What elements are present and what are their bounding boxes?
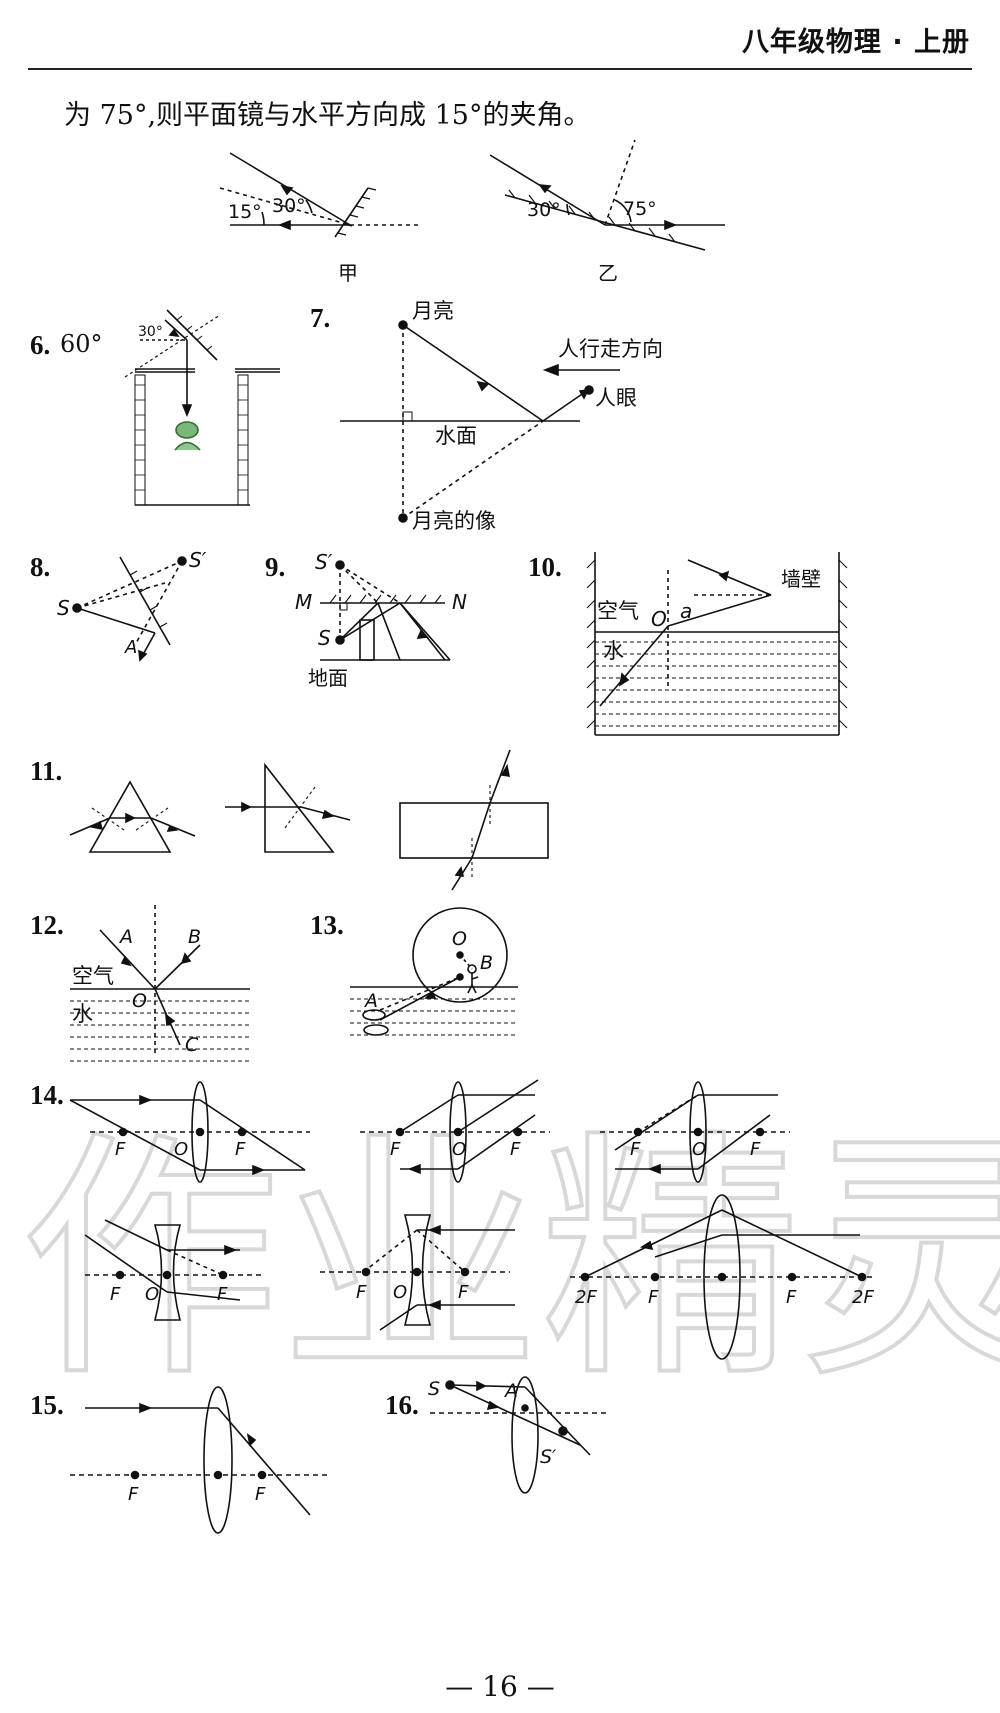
svg-text:空气: 空气 [597,599,639,623]
q11-number: 11. [30,756,63,786]
svg-text:O: O [452,1139,466,1160]
svg-text:F: F [217,1284,228,1305]
svg-text:A: A [363,990,378,1012]
q12-number: 12. [30,910,64,940]
q7-number: 7. [310,303,331,333]
figure-14-d: F O F [84,1219,265,1321]
svg-text:O: O [393,1282,407,1303]
svg-text:S: S [318,626,331,650]
svg-text:S′: S′ [540,1446,557,1468]
figure-6: 30° [124,309,280,506]
svg-text:F: F [255,1484,266,1505]
svg-text:S: S [428,1378,440,1400]
svg-text:30°: 30° [527,199,561,221]
figure-8: S S′ A [57,548,207,662]
svg-text:N: N [452,590,467,614]
svg-text:O: O [174,1139,188,1160]
figure-5-jia: 15° 30° 甲 [219,152,420,285]
figure-14-c: F O F [600,1081,790,1183]
svg-text:a: a [680,599,692,623]
figure-15: F F [70,1386,330,1534]
svg-text:F: F [110,1284,121,1305]
figure-12: A B 空气 O 水 C [70,905,250,1062]
figure-9: S′ M N S 地面 [295,550,467,690]
figure-14-e: F O F [320,1214,515,1331]
svg-text:F: F [510,1139,521,1160]
svg-text:F: F [750,1139,761,1160]
svg-text:F: F [786,1287,797,1308]
svg-text:F: F [128,1484,139,1505]
svg-text:S: S [57,596,70,620]
header-title: 八年级物理 · 上册 [741,27,970,58]
svg-text:B: B [480,952,493,974]
figure-13: O B A [350,907,518,1036]
svg-text:S′: S′ [189,548,207,572]
svg-text:15°: 15° [228,201,262,223]
svg-text:月亮: 月亮 [412,299,454,323]
q8-number: 8. [30,552,51,582]
figure-11 [69,749,549,891]
figure-16: S A S′ [428,1376,610,1494]
svg-text:甲: 甲 [338,261,358,285]
figure-10: 空气 水 O a 墙壁 [586,552,848,736]
svg-text:F: F [235,1139,246,1160]
svg-text:A: A [118,926,133,948]
svg-text:30°: 30° [272,195,306,217]
q10-number: 10. [528,552,562,582]
svg-text:作业精灵: 作业精灵 [20,1110,1000,1412]
q6-answer: 60° [60,330,103,358]
svg-text:水: 水 [72,1002,93,1026]
intro-text: 为 75°,则平面镜与水平方向成 15°的夹角。 [64,100,591,131]
svg-text:30°: 30° [138,324,163,340]
svg-text:B: B [188,926,201,948]
q16-number: 16. [385,1390,419,1420]
svg-text:75°: 75° [623,198,657,220]
q6-number: 6. [30,330,51,360]
svg-text:水: 水 [603,639,624,663]
figure-14-a: F O F [69,1081,310,1183]
svg-text:F: F [390,1139,401,1160]
svg-text:O: O [651,607,667,631]
figure-14-b: F O F [360,1079,550,1183]
q13-number: 13. [310,910,344,940]
svg-text:O: O [452,928,467,950]
svg-text:A: A [124,637,137,658]
svg-text:2F: 2F [575,1287,597,1308]
svg-text:F: F [115,1139,126,1160]
svg-text:2F: 2F [852,1287,874,1308]
svg-text:A: A [503,1380,518,1402]
svg-text:O: O [692,1139,706,1160]
header-rule [28,68,972,70]
q14-number: 14. [30,1080,64,1110]
q9-number: 9. [265,552,286,582]
svg-text:C: C [185,1034,199,1056]
svg-text:M: M [295,590,312,614]
svg-text:F: F [356,1282,367,1303]
svg-text:墙壁: 墙壁 [781,567,821,591]
q15-number: 15. [30,1390,64,1420]
watermark: 作业精灵 [18,1108,1000,1414]
svg-text:F: F [458,1282,469,1303]
figure-5-yi: 30° 75° 乙 [489,139,725,285]
svg-text:S′: S′ [315,550,333,574]
svg-text:O: O [145,1284,159,1305]
svg-text:F: F [648,1287,659,1308]
svg-text:水面: 水面 [435,424,477,448]
svg-text:地面: 地面 [308,666,348,690]
svg-text:乙: 乙 [598,261,618,285]
svg-text:人眼: 人眼 [595,386,637,410]
figure-7: 月亮 人行走方向 人眼 水面 月亮的像 [340,299,663,533]
page-number: — 16 — [445,1670,555,1703]
svg-text:空气: 空气 [72,964,114,988]
figure-14-f: 2F F F 2F [570,1194,875,1360]
svg-text:月亮的像: 月亮的像 [412,509,496,533]
svg-text:F: F [630,1139,641,1160]
svg-text:O: O [132,990,147,1012]
svg-text:人行走方向: 人行走方向 [558,337,663,361]
